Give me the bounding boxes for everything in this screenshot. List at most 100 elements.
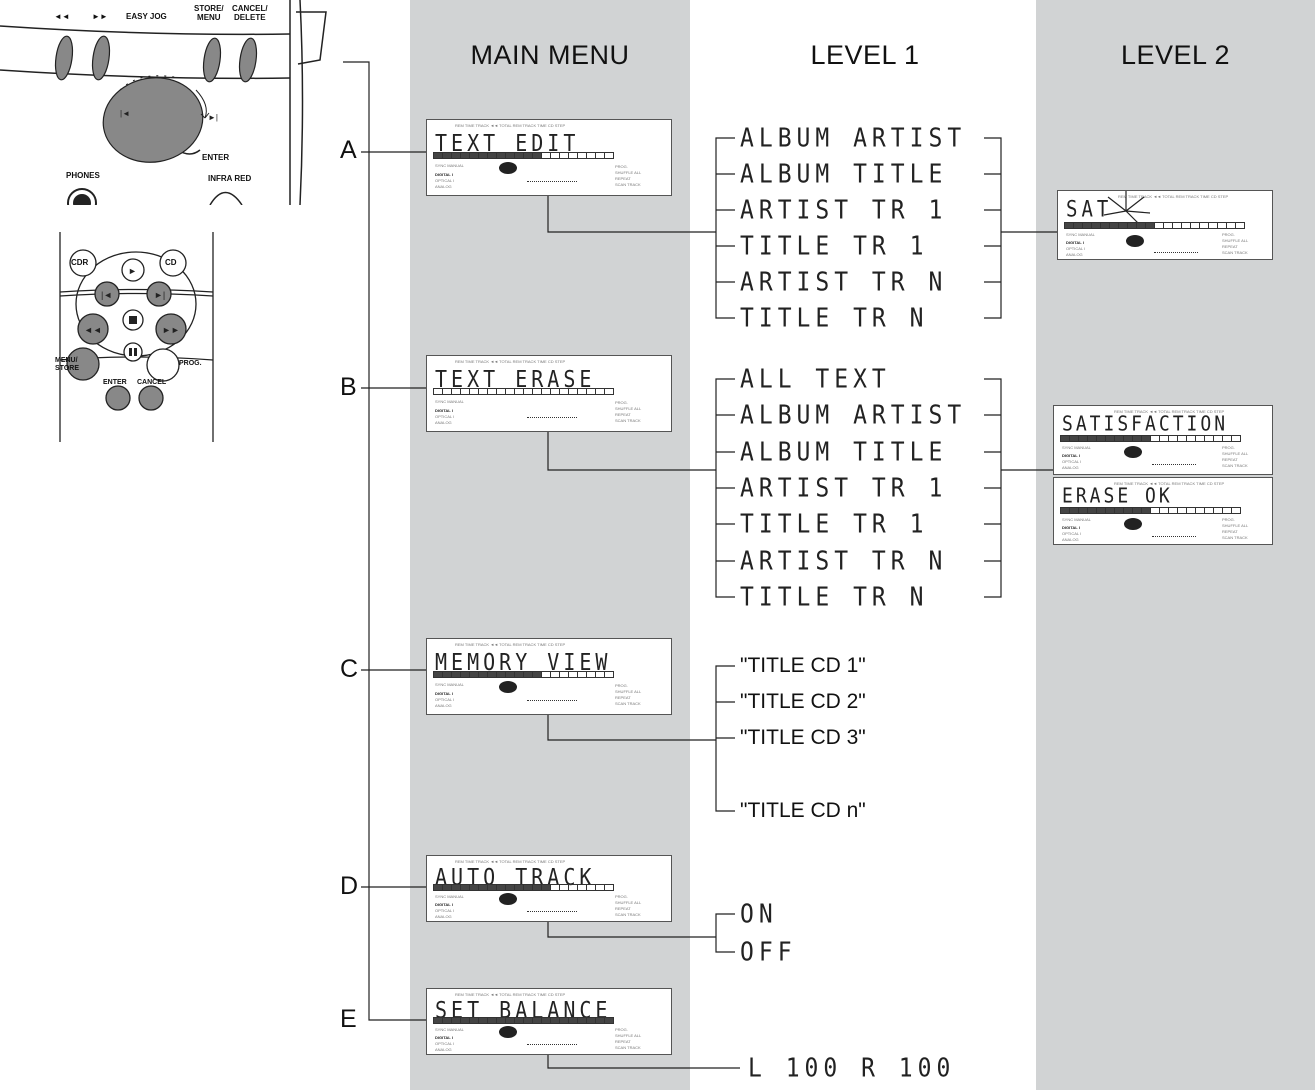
lcd-repeat-label: REPEAT	[615, 1039, 631, 1044]
lcd-display-sat: REM TIME TRACK ◄◄ TOTAL REM TRACK TIME C…	[1057, 190, 1273, 260]
lcd-scan-label: SCAN TRACK	[615, 701, 641, 706]
lcd-display-satisfaction: REM TIME TRACK ◄◄ TOTAL REM TRACK TIME C…	[1053, 405, 1273, 475]
lcd-prog-label: PROG.	[615, 894, 628, 899]
lcd-prog-label: PROG.	[615, 1027, 628, 1032]
lcd-optical-label: OPTICAL I	[435, 908, 455, 913]
section-letter-b: B	[340, 373, 357, 401]
lcd-segment-row	[433, 671, 614, 678]
cancel-button-label: CANCEL	[137, 379, 167, 386]
lcd-repeat-label: REPEAT	[615, 176, 631, 181]
level1-header: LEVEL 1	[810, 40, 920, 70]
level-meter	[1152, 461, 1196, 465]
lcd-digital-label: DIGITAL I	[435, 691, 453, 696]
lcd-prog-label: PROG.	[615, 683, 628, 688]
level-meter	[1154, 249, 1198, 253]
lcd-sync-label: SYNC MANUAL	[435, 682, 464, 687]
lcd-prog-label: PROG.	[1222, 517, 1235, 522]
lcd-analog-label: ANALOG	[1062, 465, 1079, 470]
enter-label: ENTER	[202, 153, 230, 162]
lcd-scan-label: SCAN TRACK	[1222, 463, 1248, 468]
lcd-segment-row	[1064, 222, 1245, 229]
svg-text:◄◄: ◄◄	[84, 325, 102, 335]
lcd-digital-label: DIGITAL I	[1062, 525, 1080, 530]
lcd-optical-label: OPTICAL I	[435, 1041, 455, 1046]
disc-icon	[1126, 235, 1144, 247]
lcd-scan-label: SCAN TRACK	[1222, 250, 1248, 255]
lcd-segment-row	[433, 884, 614, 891]
lcd-top-labels: REM TIME TRACK ◄◄ TOTAL REM TRACK TIME C…	[1118, 194, 1229, 199]
lcd-digital-label: DIGITAL I	[1062, 453, 1080, 458]
lcd-analog-label: ANALOG	[435, 184, 452, 189]
lcd-segment-row	[433, 1017, 614, 1024]
svg-text:►|: ►|	[208, 113, 218, 122]
option-artist-tr-n: ARTIST TR N	[740, 547, 948, 577]
lcd-sync-label: SYNC MANUAL	[435, 1027, 464, 1032]
svg-text:►: ►	[128, 266, 137, 276]
section-letter-d: D	[340, 872, 359, 900]
section-letter-a: A	[340, 136, 357, 164]
disc-icon	[499, 1026, 517, 1038]
lcd-prog-label: PROG.	[615, 164, 628, 169]
lcd-analog-label: ANALOG	[1066, 252, 1083, 257]
lcd-display-auto-track: REM TIME TRACK ◄◄ TOTAL REM TRACK TIME C…	[426, 855, 672, 922]
lcd-prog-label: PROG.	[615, 400, 628, 405]
lcd-digital-label: DIGITAL I	[435, 1035, 453, 1040]
lcd-top-labels: REM TIME TRACK ◄◄ TOTAL REM TRACK TIME C…	[455, 123, 566, 128]
lcd-scan-label: SCAN TRACK	[615, 1045, 641, 1050]
lcd-analog-label: ANALOG	[435, 703, 452, 708]
lcd-sync-label: SYNC MANUAL	[435, 894, 464, 899]
lcd-optical-label: OPTICAL I	[1066, 246, 1086, 251]
enter-button-label: ENTER	[103, 379, 127, 386]
lcd-shuffle-label: SHUFFLE ALL	[615, 406, 642, 411]
lcd-top-labels: REM TIME TRACK ◄◄ TOTAL REM TRACK TIME C…	[455, 992, 566, 997]
level-meter	[527, 908, 577, 912]
lcd-sync-label: SYNC MANUAL	[435, 399, 464, 404]
lcd-prog-label: PROG.	[1222, 445, 1235, 450]
option-title-tr-1: TITLE TR 1	[740, 232, 929, 262]
lcd-repeat-label: REPEAT	[1222, 244, 1238, 249]
phones-label: PHONES	[66, 171, 100, 180]
level-meter	[527, 1041, 577, 1045]
option-on: ON	[740, 900, 778, 930]
easy-jog-label: EASY JOG	[126, 12, 167, 21]
lcd-optical-label: OPTICAL I	[435, 178, 455, 183]
blink-burst-icon	[1103, 191, 1151, 228]
section-letter-e: E	[340, 1005, 357, 1033]
front-panel-illustration: |◄ ►| ◄◄ ►► EASY JOG STORE/ MENU CANCEL/…	[0, 0, 330, 218]
lcd-digital-label: DIGITAL I	[435, 408, 453, 413]
section-letter-c: C	[340, 655, 359, 683]
lcd-shuffle-label: SHUFFLE ALL	[615, 170, 642, 175]
option-title-cd-n: "TITLE CD n"	[740, 799, 866, 822]
lcd-shuffle-label: SHUFFLE ALL	[1222, 451, 1249, 456]
lcd-shuffle-label: SHUFFLE ALL	[615, 1033, 642, 1038]
option-balance-value: L 100 R 100	[748, 1054, 956, 1084]
lcd-display-erase-ok: REM TIME TRACK ◄◄ TOTAL REM TRACK TIME C…	[1053, 477, 1273, 545]
level-meter	[527, 414, 577, 418]
option-album-title: ALBUM TITLE	[740, 438, 948, 468]
lcd-display-memory-view: REM TIME TRACK ◄◄ TOTAL REM TRACK TIME C…	[426, 638, 672, 715]
svg-text:►►: ►►	[162, 325, 180, 335]
disc-icon	[499, 681, 517, 693]
lcd-top-labels: REM TIME TRACK ◄◄ TOTAL REM TRACK TIME C…	[455, 859, 566, 864]
level2-header: LEVEL 2	[1120, 40, 1231, 70]
lcd-digital-label: DIGITAL I	[435, 902, 453, 907]
lcd-repeat-label: REPEAT	[615, 906, 631, 911]
lcd-repeat-label: REPEAT	[1222, 457, 1238, 462]
lcd-top-labels: REM TIME TRACK ◄◄ TOTAL REM TRACK TIME C…	[455, 359, 566, 364]
option-artist-tr-n: ARTIST TR N	[740, 268, 948, 298]
option-title-tr-1: TITLE TR 1	[740, 510, 929, 540]
lcd-top-labels: REM TIME TRACK ◄◄ TOTAL REM TRACK TIME C…	[1114, 409, 1225, 414]
lcd-sync-label: SYNC MANUAL	[1062, 445, 1091, 450]
lcd-segment-row	[1060, 435, 1241, 442]
option-all-text: ALL TEXT	[740, 365, 891, 395]
lcd-optical-label: OPTICAL I	[1062, 531, 1082, 536]
front-panel-drawing: |◄ ►|	[0, 0, 327, 218]
lcd-optical-label: OPTICAL I	[435, 697, 455, 702]
lcd-segment-row	[433, 388, 614, 395]
lcd-analog-label: ANALOG	[435, 914, 452, 919]
option-title-tr-n: TITLE TR N	[740, 304, 929, 334]
lcd-text: MEMORY VIEW	[435, 648, 612, 676]
lcd-sync-label: SYNC MANUAL	[1066, 232, 1095, 237]
lcd-prog-label: PROG.	[1222, 232, 1235, 237]
